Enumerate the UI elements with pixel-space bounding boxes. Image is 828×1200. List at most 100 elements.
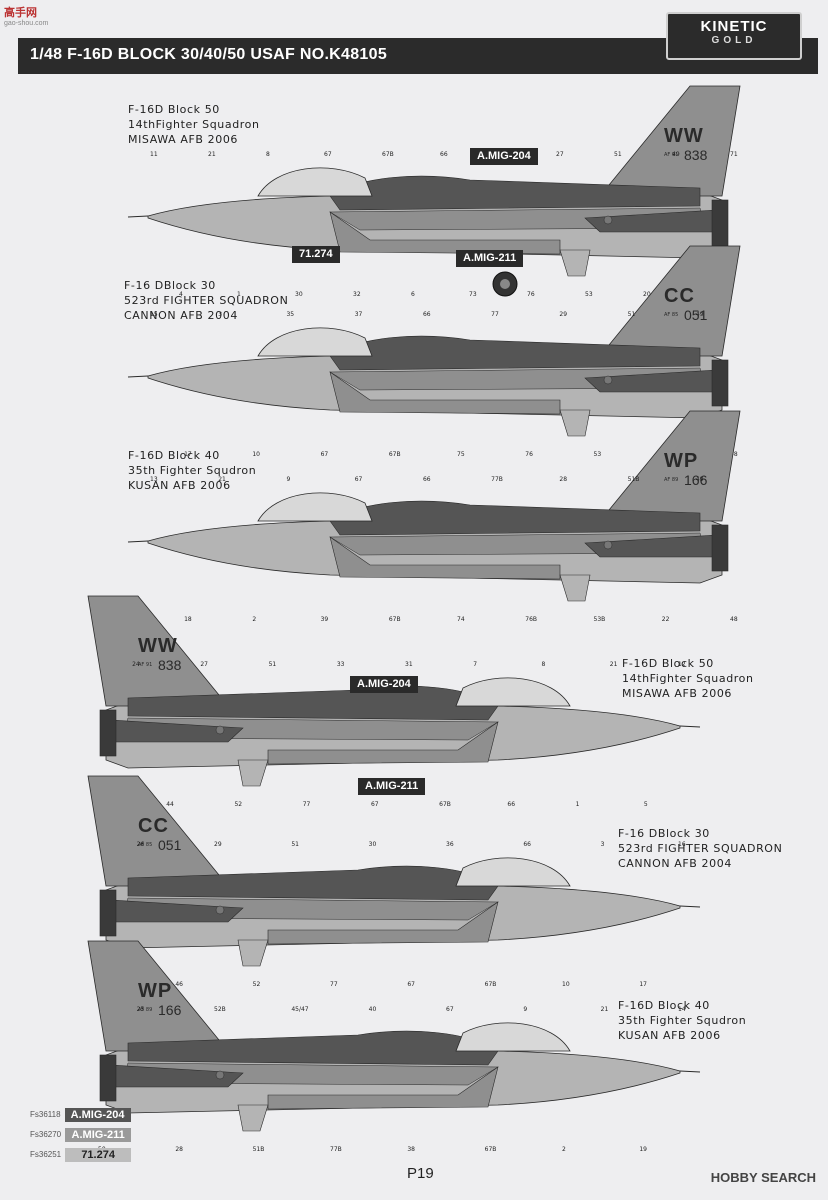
callout-number: 17 [184, 451, 192, 458]
callout-number: 51 [291, 841, 299, 848]
callout-number: 67B [382, 151, 394, 158]
callout-number: 35 [286, 311, 294, 318]
callout-number: 2 [562, 1146, 566, 1153]
exhaust-nozzle [711, 359, 729, 407]
callout-number: 15 [150, 311, 158, 318]
caption-line: KUSAN AFB 2006 [618, 1029, 721, 1042]
tail-serial: 051 [684, 307, 708, 323]
ventral-fin [237, 759, 269, 787]
callout-number: 25 [137, 1006, 145, 1013]
tail-serial-prefix: AF 91 [664, 152, 678, 158]
canopy [257, 327, 373, 357]
callout-number: 27 [200, 661, 208, 668]
callout-number: 51 [269, 661, 277, 668]
tail-serial: 838 [684, 147, 708, 163]
pitot-tube [127, 375, 149, 378]
callout-number: 9 [286, 476, 290, 483]
tail-serial: 166 [684, 472, 708, 488]
callout-number: 67B [485, 981, 497, 988]
paint-fs-code: Fs36118 [30, 1110, 61, 1120]
callout-number: 66 [440, 151, 448, 158]
callout-number: 5 [644, 801, 648, 808]
callout-number: 21 [601, 1006, 609, 1013]
national-insignia [603, 540, 613, 550]
paint-label: A.MIG-204 [350, 676, 418, 693]
caption-line: F-16 DBlock 30 [618, 827, 710, 840]
callout-number: 53 [585, 291, 593, 298]
callout-number: 11 [150, 151, 158, 158]
callout-number: 27 [556, 151, 564, 158]
exhaust-nozzle [711, 524, 729, 572]
paint-fs-code: Fs36270 [30, 1130, 62, 1140]
paint-label: A.MIG-211 [358, 778, 426, 795]
page-title: 1/48 F-16D BLOCK 30/40/50 USAF NO.K48105 [30, 46, 388, 63]
tail-code: WP [664, 450, 698, 472]
callout-number: 39 [321, 616, 329, 623]
callout-number: 52 [253, 981, 261, 988]
callout-number: 12 [678, 661, 686, 668]
caption-line: KUSAN AFB 2006 [128, 479, 231, 492]
callout-number: 66 [523, 841, 531, 848]
callout-number: 51B [628, 476, 640, 483]
callout-number: 67 [324, 151, 332, 158]
callout-number: 1 [576, 801, 580, 808]
aircraft-profile-2 [127, 245, 741, 437]
callout-number: 67 [321, 451, 329, 458]
callout-number: 73 [469, 291, 477, 298]
caption-line: 14thFighter Squadron [622, 672, 754, 685]
paint-swatch: 71.274 [65, 1148, 132, 1162]
callout-number: 48 [730, 451, 738, 458]
callout-number: 51 [614, 151, 622, 158]
paint-swatch: A.MIG-204 [64, 1108, 131, 1122]
callout-number: 29 [214, 841, 222, 848]
caption-line: F-16D Block 50 [622, 657, 714, 670]
callout-number: 67B [389, 616, 401, 623]
pitot-tube [127, 540, 149, 543]
callout-number: 76 [527, 291, 535, 298]
callout-number: 30 [369, 841, 377, 848]
callout-number: 66 [423, 476, 431, 483]
canopy [455, 677, 571, 707]
callout-number: 49 [672, 151, 680, 158]
watermark: 高手网 gao-shou.com [4, 4, 48, 27]
watermark-sub: gao-shou.com [4, 20, 49, 27]
callout-number: 3 [218, 311, 222, 318]
callout-number: 18 [184, 616, 192, 623]
aircraft-profile-6 [87, 940, 701, 1132]
callout-number: 76 [525, 451, 533, 458]
callout-number: 3 [601, 841, 605, 848]
callout-number: 4 [179, 291, 183, 298]
national-insignia [603, 375, 613, 385]
caption-line: 523rd FIGHTER SQUADRON [618, 842, 783, 855]
brand-line2: GOLD [711, 35, 757, 46]
paint-swatch: A.MIG-211 [65, 1128, 132, 1142]
callout-number: 67 [407, 981, 415, 988]
callout-number: 77 [303, 801, 311, 808]
callout-number: 29 [559, 311, 567, 318]
callout-number: 9 [523, 1006, 527, 1013]
callout-number: 74 [457, 616, 465, 623]
callout-number: 36 [446, 841, 454, 848]
callout-number: 28 [559, 476, 567, 483]
callout-number: 51B [253, 1146, 265, 1153]
callout-number: 45/47 [291, 1006, 308, 1013]
pitot-tube [679, 725, 701, 728]
callout-number: 6 [411, 291, 415, 298]
exhaust-nozzle [99, 709, 117, 757]
callout-number: 31 [405, 661, 413, 668]
caption-line: F-16D Block 50 [128, 103, 220, 116]
tail-serial-prefix: AF 85 [664, 312, 678, 318]
exhaust-nozzle [99, 1054, 117, 1102]
callout-number: 49 [696, 476, 704, 483]
callout-number: 26 [137, 841, 145, 848]
tail-code: CC [138, 815, 169, 837]
callout-number: 24 [132, 661, 140, 668]
ventral-fin [559, 409, 591, 437]
callout-number: 49 [696, 311, 704, 318]
caption-line: 35th Fighter Squdron [128, 464, 257, 477]
callout-number: 20 [643, 291, 651, 298]
